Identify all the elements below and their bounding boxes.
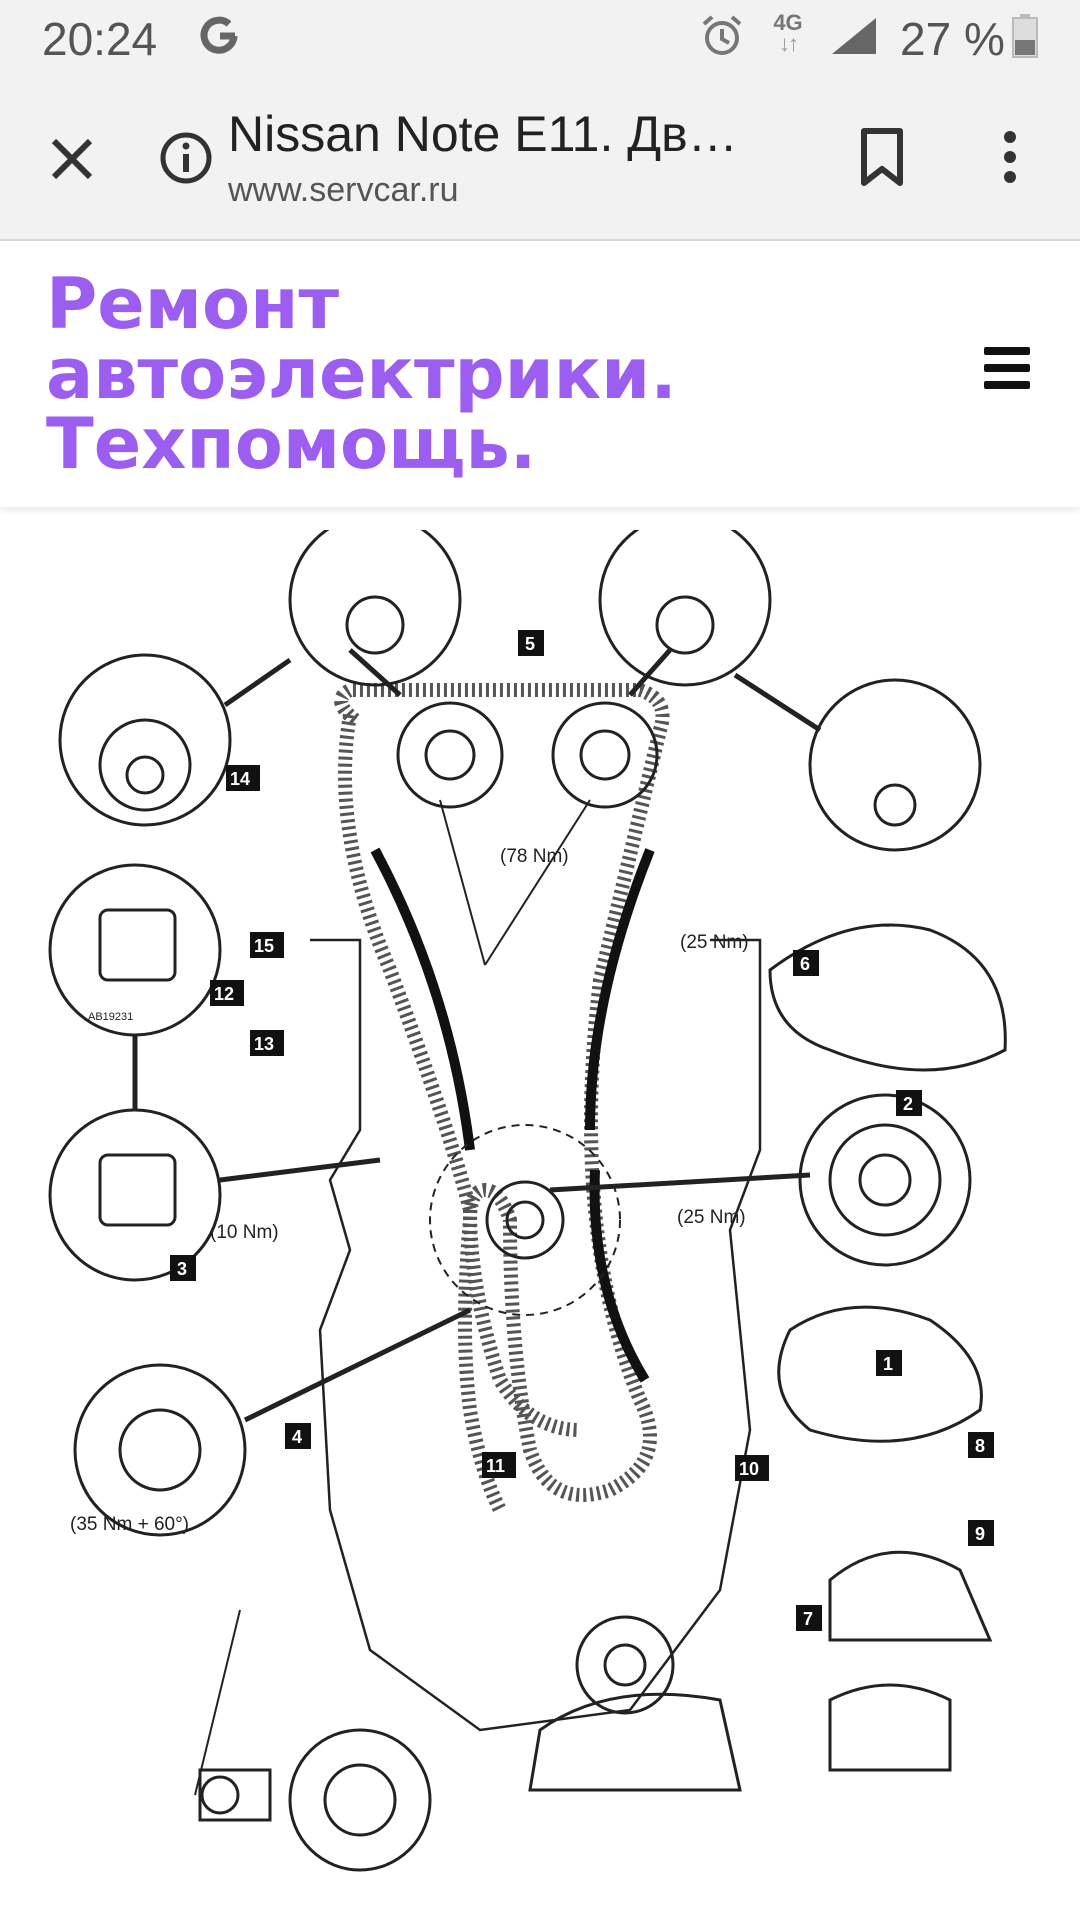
network-4g-icon: 4G ↓↑: [768, 12, 808, 58]
callout-2: 2: [903, 1094, 913, 1114]
status-time: 20:24: [42, 13, 158, 65]
torque-label-lower: (25 Nm): [677, 1207, 746, 1228]
callout-10: 10: [739, 1459, 759, 1479]
page-title[interactable]: Nissan Note E11. Дв…: [228, 106, 738, 162]
callout-9: 9: [975, 1524, 985, 1544]
figure-code: AB19231: [88, 1011, 133, 1023]
callout-14: 14: [230, 769, 250, 789]
torque-label-cam: (78 Nm): [500, 846, 569, 867]
callout-8: 8: [975, 1436, 985, 1456]
site-title-line-1: Ремонт: [46, 263, 340, 345]
site-title-line-3: Техпомощь.: [46, 403, 537, 485]
more-vert-icon[interactable]: [980, 125, 1040, 189]
site-header: Ремонт автоэлектрики. Техпомощь.: [0, 243, 1080, 507]
timing-chain-diagram: 5 6 2 1 14 15 12 13 3 4 7 8 9: [30, 513, 1050, 1920]
callout-13: 13: [254, 1034, 274, 1054]
info-icon[interactable]: [158, 130, 214, 186]
bookmark-icon[interactable]: [852, 125, 912, 189]
site-title-line-2: автоэлектрики.: [46, 333, 677, 415]
battery-percent: 27 %: [900, 13, 1005, 65]
site-title[interactable]: Ремонт автоэлектрики. Техпомощь.: [46, 269, 946, 479]
torque-label-crank: (35 Nm + 60°): [70, 1514, 189, 1535]
battery-icon: [1012, 14, 1038, 58]
callout-11: 11: [486, 1456, 505, 1476]
page-url[interactable]: www.servcar.ru: [228, 171, 459, 209]
status-bar: 20:24 4G ↓↑ 27 %: [0, 0, 1080, 75]
network-type: 4G: [773, 10, 803, 35]
callout-5: 5: [525, 634, 535, 654]
callout-4: 4: [292, 1427, 302, 1447]
google-g-icon: [200, 16, 238, 54]
callout-12: 12: [214, 984, 234, 1004]
timing-chain-illustration: 5 6 2 1 14 15 12 13 3 4 7 8 9: [48, 513, 1007, 1872]
torque-label-bolts: (10 Nm): [210, 1222, 279, 1243]
callout-1: 1: [883, 1354, 893, 1374]
browser-toolbar: Nissan Note E11. Дв… www.servcar.ru: [0, 75, 1080, 241]
callout-6: 6: [800, 954, 810, 974]
data-arrows-icon: ↓↑: [779, 31, 799, 56]
hamburger-menu-icon[interactable]: [984, 347, 1040, 399]
callout-3: 3: [177, 1259, 187, 1279]
alarm-icon: [702, 15, 742, 55]
close-icon[interactable]: [40, 127, 104, 191]
callout-boxes: 5 6 2 1 14 15 12 13 3 4 7 8 9: [170, 630, 994, 1631]
torque-label-upper: (25 Nm): [680, 932, 749, 953]
signal-icon: [832, 18, 876, 54]
callout-7: 7: [803, 1609, 813, 1629]
callout-15: 15: [254, 936, 274, 956]
